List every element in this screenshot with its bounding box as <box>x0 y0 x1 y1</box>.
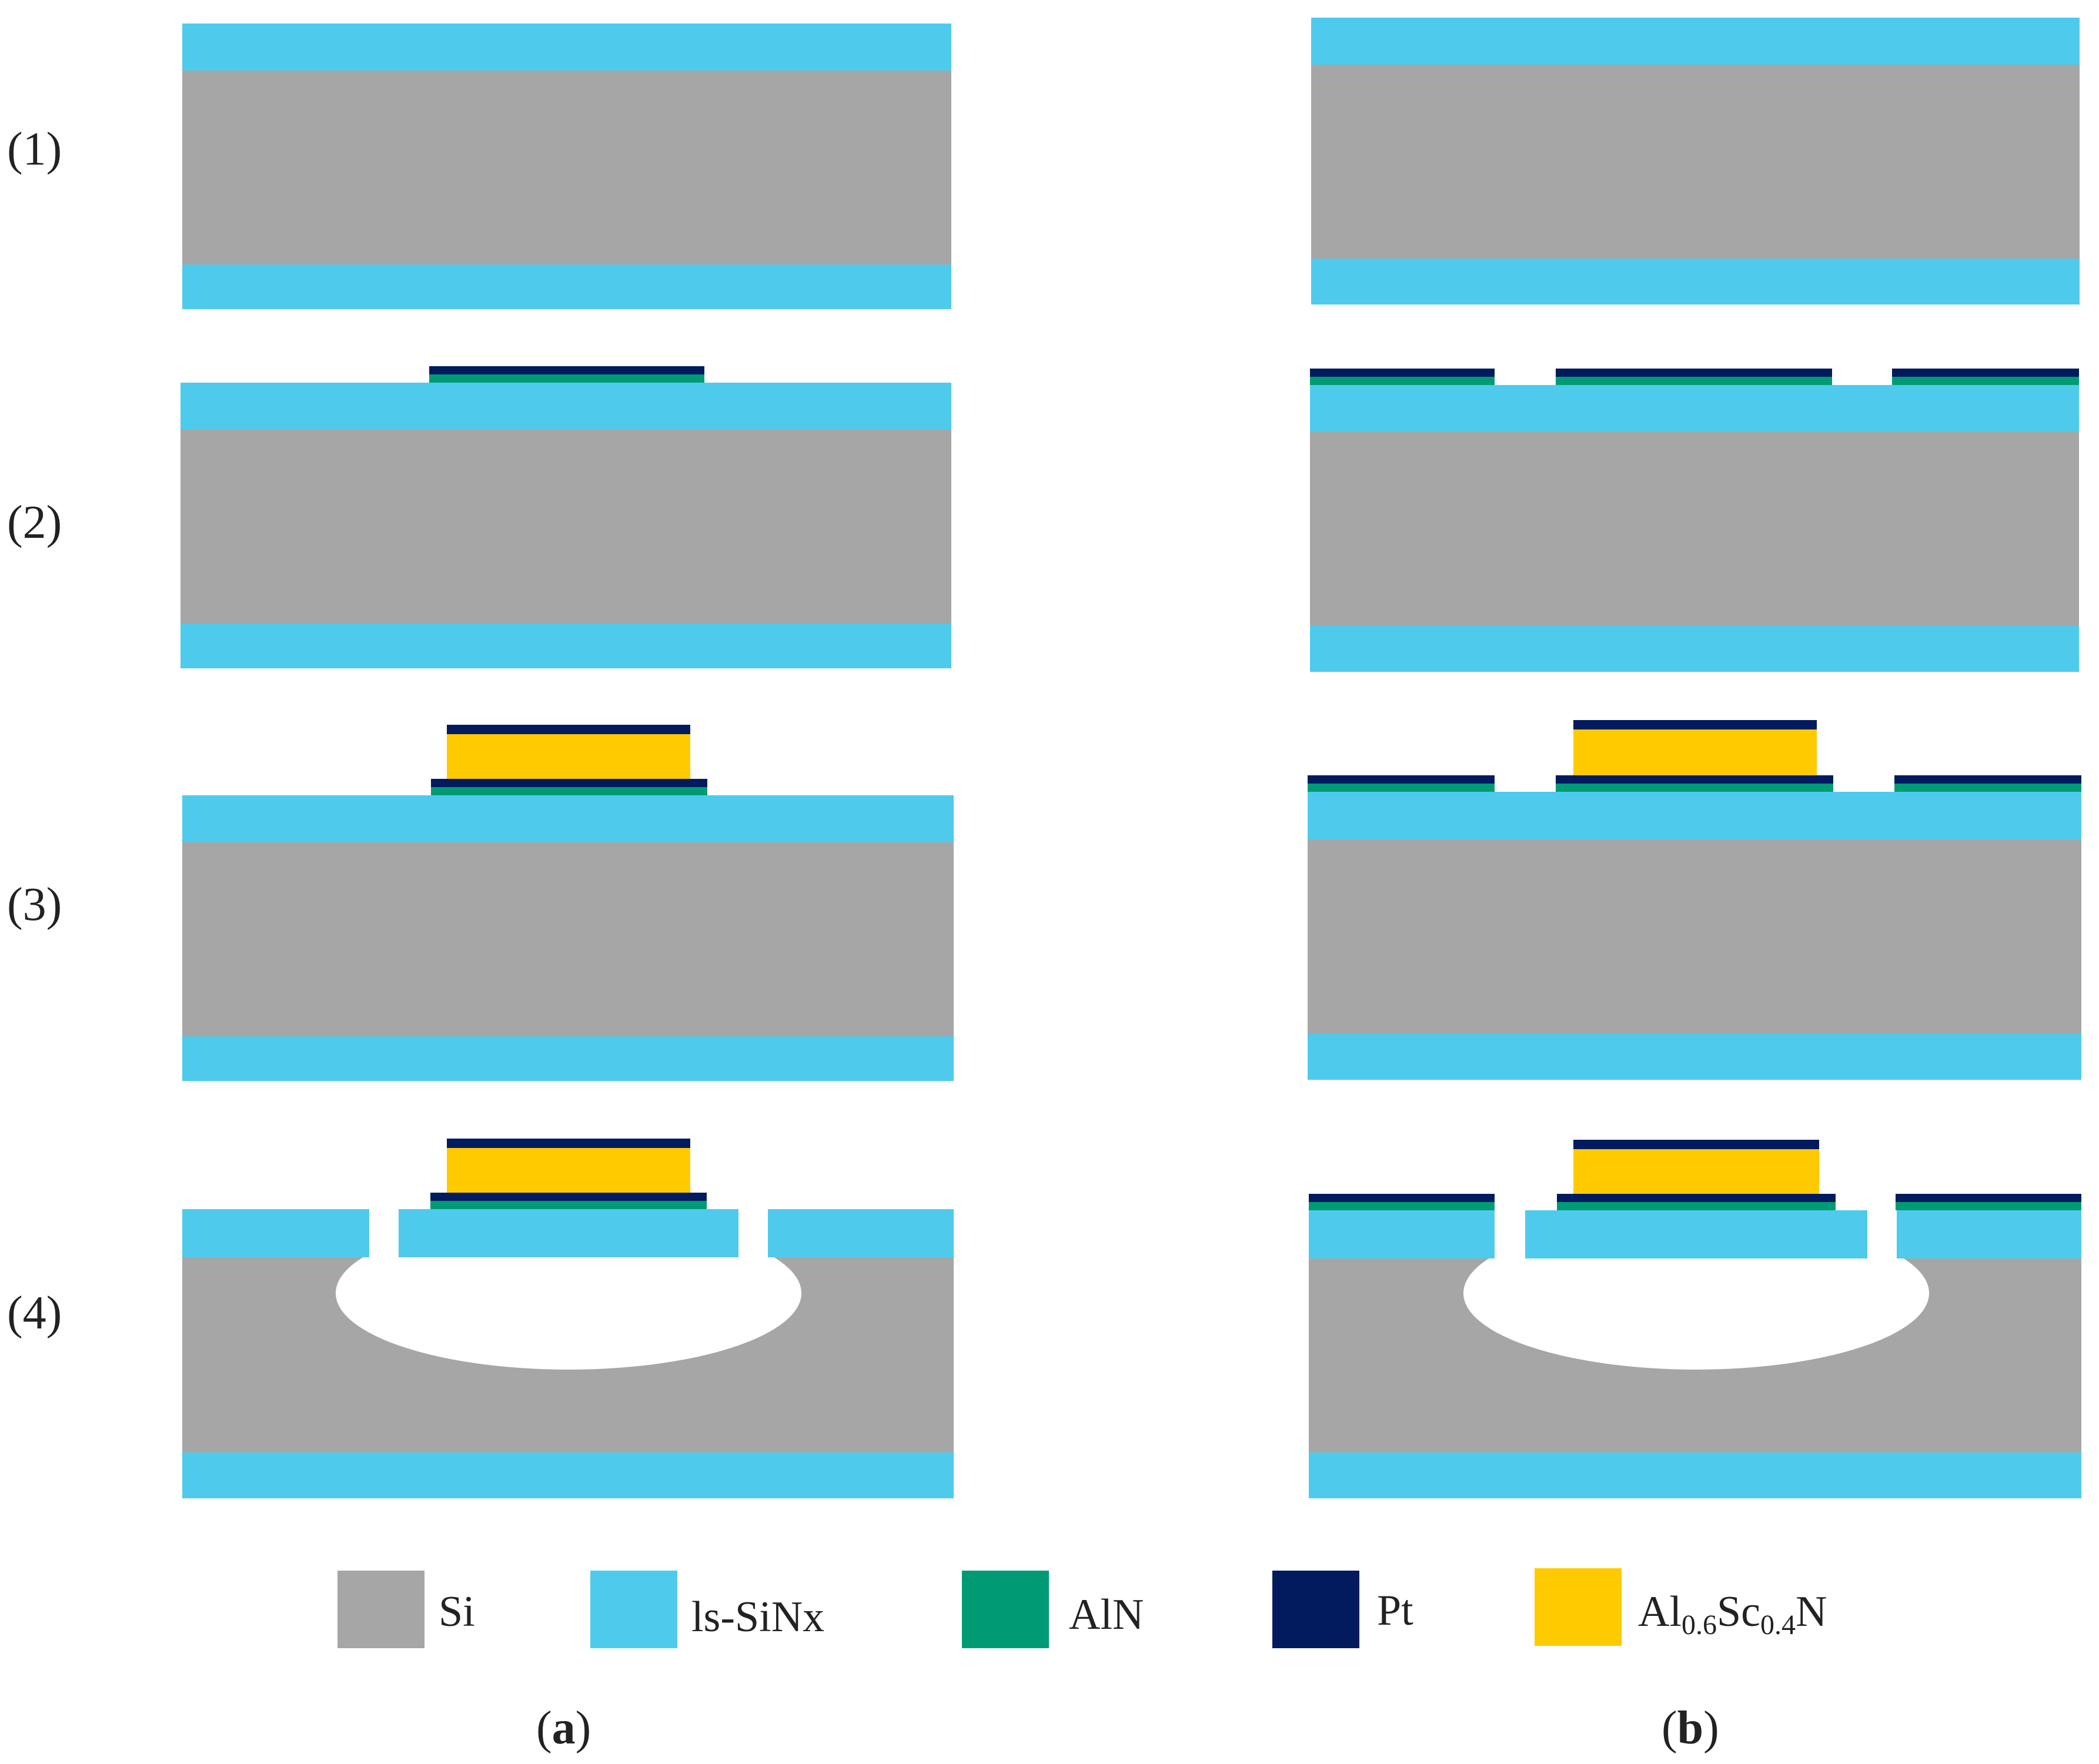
sinx-bottom-layer <box>182 1452 954 1498</box>
panel-b-step-3 <box>1308 720 2081 1080</box>
legend-item-sinx: ls-SiNx <box>590 1571 824 1648</box>
panel-a-step-3 <box>182 725 954 1081</box>
panel-b-step-4 <box>1309 1140 2081 1498</box>
sinx-bottom-layer <box>1310 626 2079 672</box>
sinx-top-layer <box>182 795 954 842</box>
legend: Si ls-SiNx AlN Pt Al0.6Sc0.4N <box>337 1568 1827 1648</box>
aln-center-seed <box>1556 784 1833 792</box>
sinx-bottom-layer <box>182 265 951 309</box>
sinx-right-segment <box>1897 1210 2081 1258</box>
sinx-membrane-segment <box>399 1209 738 1257</box>
legend-swatch-si <box>337 1571 425 1648</box>
step-label-2: (2) <box>7 497 62 548</box>
legend-swatch-pt <box>1272 1571 1359 1648</box>
sinx-top-layer <box>1310 385 2079 432</box>
aln-right-seed <box>1892 377 2079 385</box>
si-substrate <box>1310 432 2079 626</box>
aln-right-seed <box>1894 784 2081 792</box>
aln-seed-layer <box>429 374 704 383</box>
aln-center-seed <box>1556 377 1832 385</box>
pt-bottom-electrode <box>431 779 707 787</box>
legend-swatch-sinx <box>590 1571 677 1648</box>
pt-right-electrode <box>1892 369 2079 377</box>
pt-top-electrode <box>447 1139 690 1148</box>
sinx-top-layer <box>181 383 951 430</box>
aln-center-seed <box>1557 1202 1836 1210</box>
legend-label-si: Si <box>439 1588 475 1636</box>
sinx-right-segment <box>768 1209 954 1257</box>
pt-center-electrode <box>1556 775 1833 784</box>
legend-label-alscn: Al0.6Sc0.4N <box>1638 1588 1827 1641</box>
aln-left-seed <box>1310 377 1495 385</box>
panel-a-step-1 <box>182 24 951 309</box>
aln-right-seed <box>1896 1202 2081 1210</box>
legend-swatch-aln <box>962 1571 1049 1648</box>
aln-seed-layer <box>430 1201 707 1209</box>
sinx-top-layer <box>182 24 951 71</box>
legend-item-pt: Pt <box>1272 1571 1413 1648</box>
aln-left-seed <box>1309 1202 1495 1210</box>
si-substrate <box>181 430 951 624</box>
legend-label-pt: Pt <box>1377 1586 1413 1635</box>
legend-item-alscn: Al0.6Sc0.4N <box>1535 1568 1827 1646</box>
panel-a <box>181 24 954 1498</box>
sinx-bottom-layer <box>182 1036 954 1081</box>
pt-top-electrode <box>447 725 690 734</box>
alscn-piezo-layer <box>1573 729 1817 775</box>
step-label-3: (3) <box>7 879 62 930</box>
aln-left-seed <box>1308 784 1495 792</box>
alscn-piezo-layer <box>1573 1149 1819 1194</box>
si-substrate <box>182 842 954 1036</box>
si-substrate <box>182 71 951 265</box>
pt-left-electrode <box>1308 775 1495 784</box>
pt-center-electrode <box>1557 1194 1836 1202</box>
sinx-top-layer <box>1308 792 2081 840</box>
pt-right-electrode <box>1896 1194 2081 1202</box>
panel-a-step-4 <box>182 1139 954 1498</box>
sinx-top-layer <box>1311 18 2080 65</box>
sinx-bottom-layer <box>1309 1452 2081 1498</box>
pt-center-electrode <box>1556 369 1832 377</box>
panel-caption-a: (a) <box>536 1702 591 1754</box>
si-substrate <box>1311 65 2080 259</box>
pt-top-electrode <box>1573 720 1817 729</box>
panel-a-step-2 <box>181 366 951 668</box>
sinx-left-segment <box>1309 1210 1495 1258</box>
panel-b <box>1308 18 2081 1498</box>
pt-left-electrode <box>1310 369 1495 377</box>
alscn-piezo-layer <box>447 734 690 779</box>
panel-b-step-2 <box>1310 369 2079 672</box>
sinx-bottom-layer <box>1308 1034 2081 1080</box>
legend-label-aln: AlN <box>1069 1591 1144 1639</box>
sinx-bottom-layer <box>181 624 951 668</box>
si-substrate <box>1308 840 2081 1034</box>
legend-item-si: Si <box>337 1571 475 1648</box>
legend-item-aln: AlN <box>962 1571 1144 1648</box>
sinx-left-segment <box>182 1209 369 1257</box>
pt-bottom-electrode <box>429 366 704 374</box>
alscn-piezo-layer <box>447 1148 690 1193</box>
panel-b-step-1 <box>1311 18 2080 304</box>
aln-seed-layer <box>431 787 707 795</box>
pt-bottom-electrode <box>430 1193 707 1201</box>
step-label-1: (1) <box>7 123 62 175</box>
panel-caption-b: (b) <box>1662 1702 1719 1754</box>
pt-top-electrode <box>1573 1140 1819 1149</box>
legend-swatch-alscn <box>1535 1568 1622 1646</box>
sinx-bottom-layer <box>1311 259 2080 304</box>
pt-right-electrode <box>1894 775 2081 784</box>
sinx-membrane-segment <box>1525 1210 1867 1258</box>
pt-left-electrode <box>1309 1194 1495 1202</box>
legend-label-sinx: ls-SiNx <box>691 1593 824 1641</box>
step-label-4: (4) <box>7 1287 62 1339</box>
